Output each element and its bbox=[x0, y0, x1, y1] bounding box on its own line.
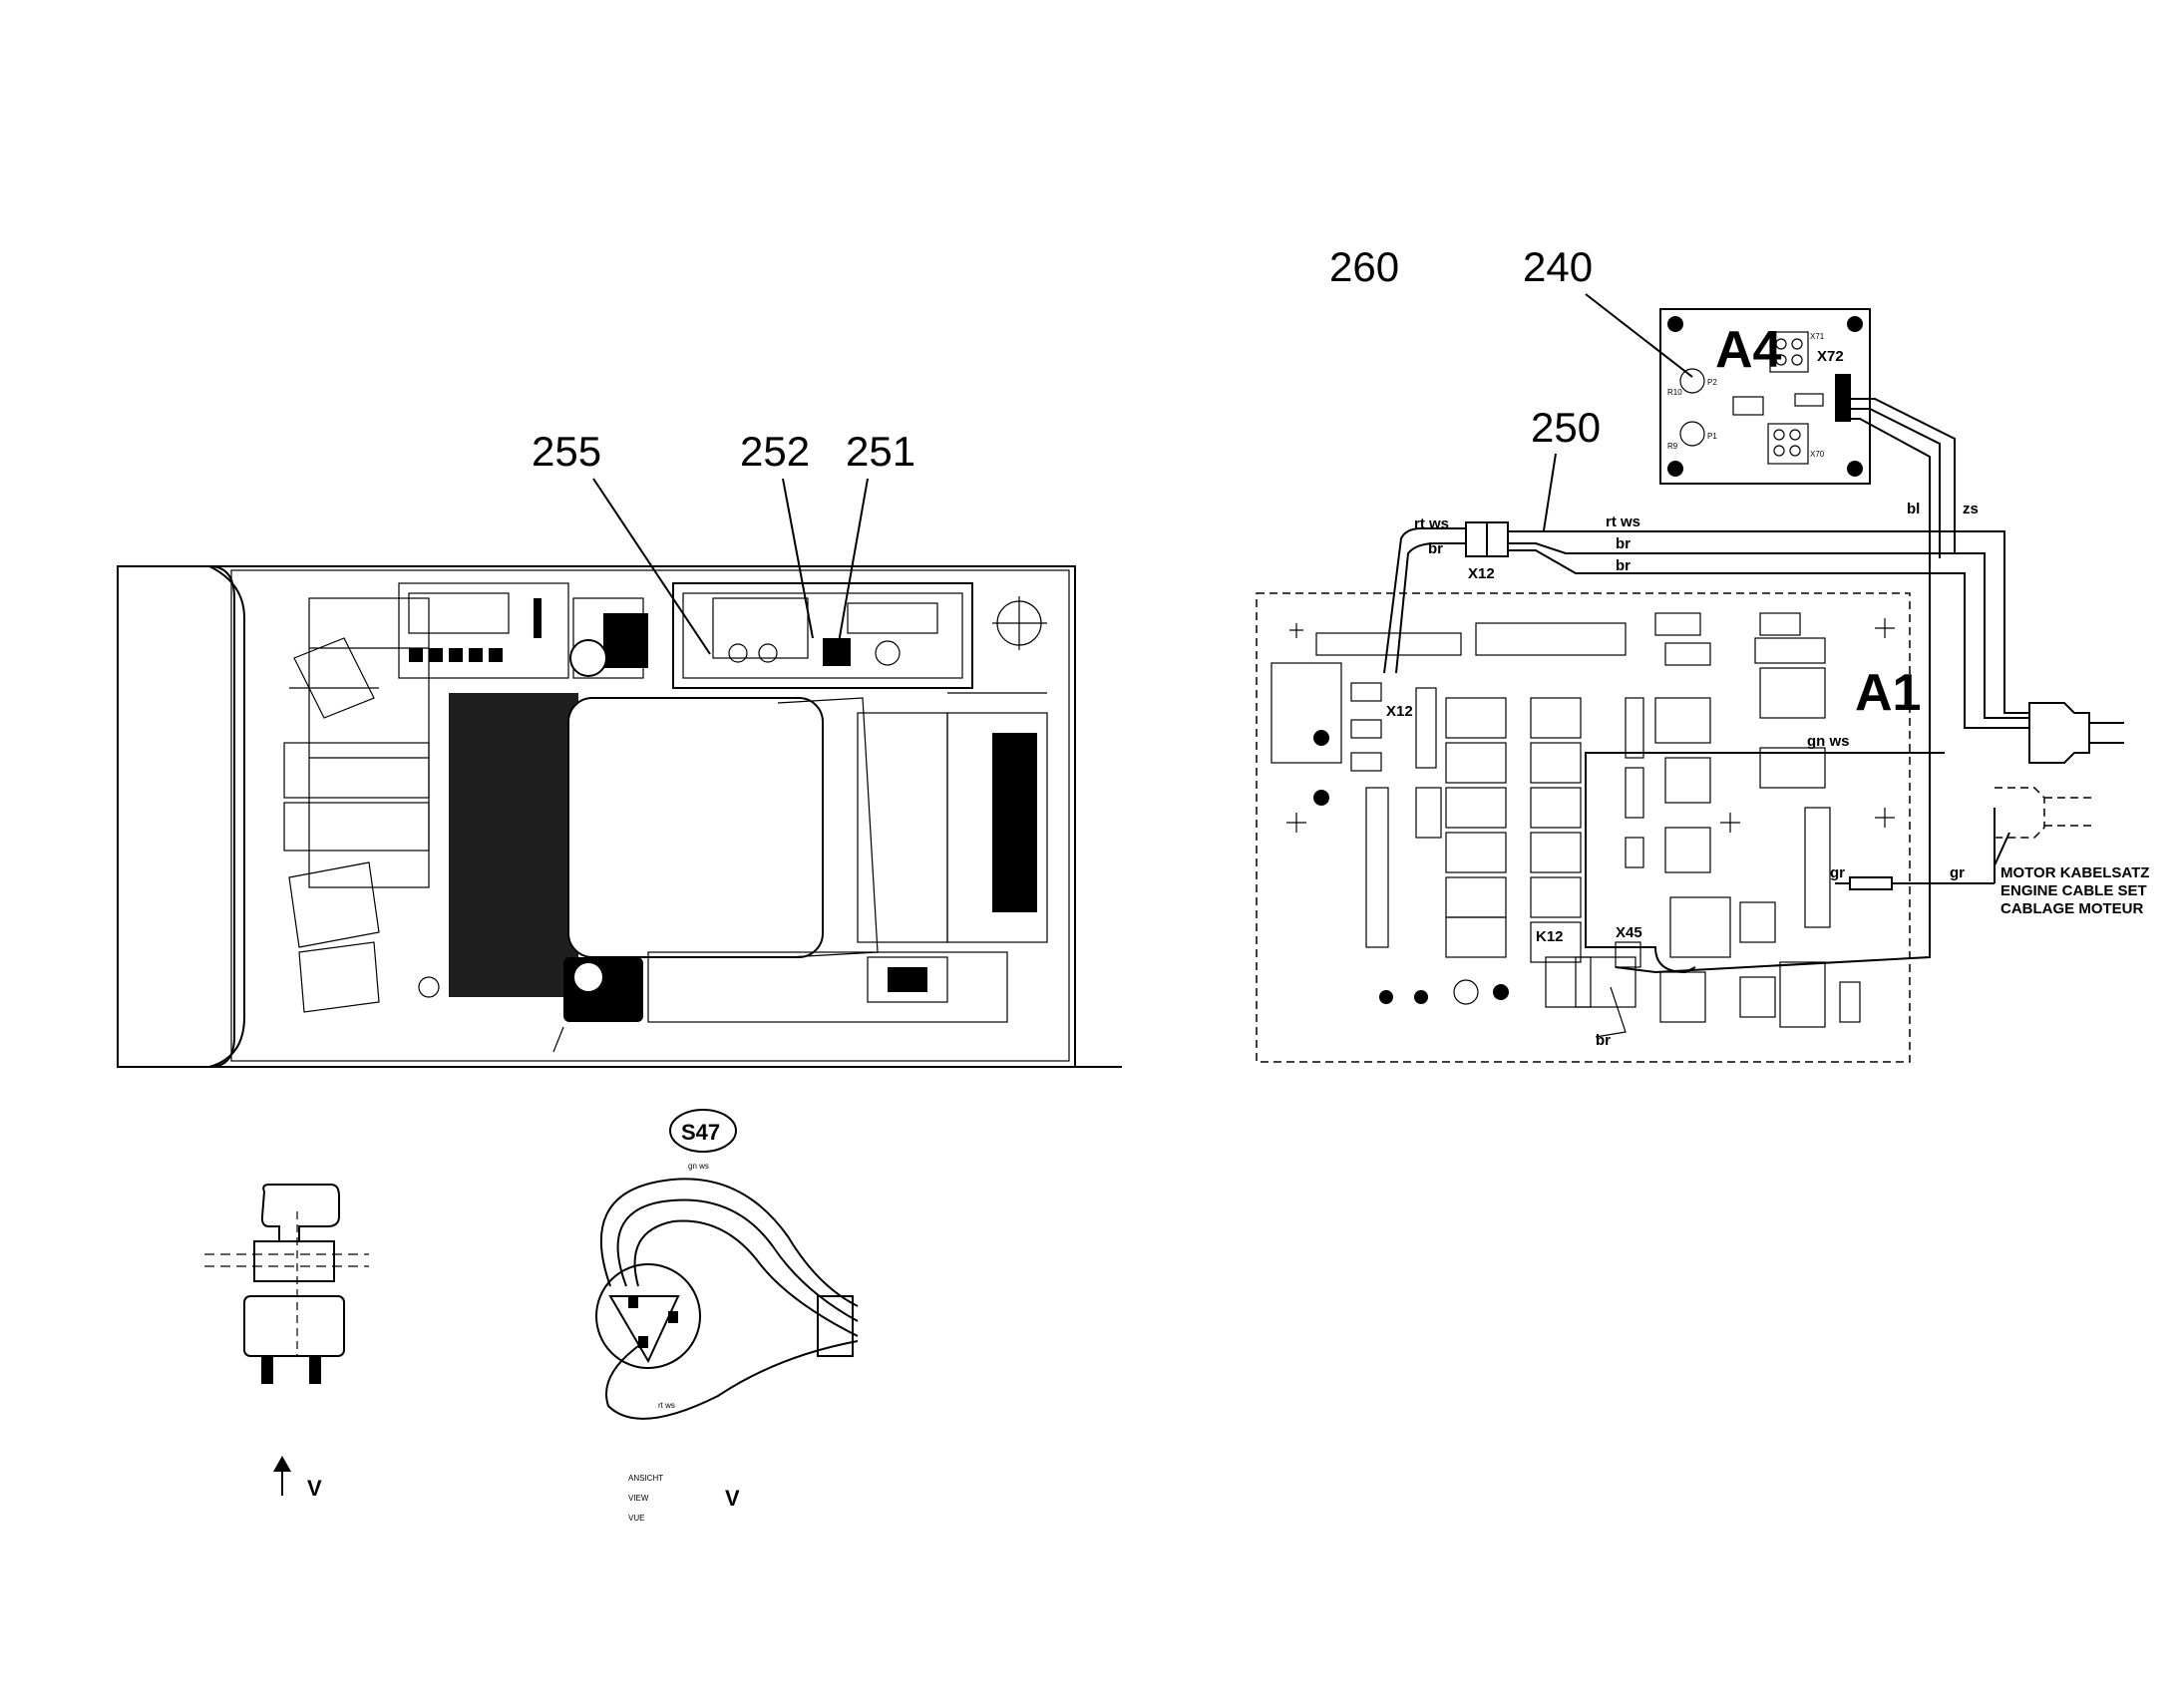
wire-rt-ws-left: rt ws bbox=[1414, 515, 1449, 532]
board-x12-label: X12 bbox=[1386, 703, 1413, 720]
wire-gr-right: gr bbox=[1950, 864, 1965, 881]
callout-250: 250 bbox=[1531, 404, 1601, 451]
board-a1: A1 X12 K12 bbox=[1256, 592, 1921, 1063]
machine-top-view bbox=[117, 565, 1122, 1068]
cable-note-1: MOTOR KABELSATZ bbox=[2000, 864, 2149, 881]
callout-240-group: 240 bbox=[1523, 243, 1693, 378]
s47-gn-ws: gn ws bbox=[688, 1162, 709, 1171]
callout-255: 255 bbox=[532, 428, 601, 475]
a4-r9: R9 bbox=[1667, 442, 1678, 451]
x12-label: X12 bbox=[1468, 565, 1495, 582]
a4-x72: X72 bbox=[1817, 348, 1844, 365]
a4-label: A4 bbox=[1715, 321, 1782, 379]
callout-251: 251 bbox=[846, 428, 915, 475]
x45-label: X45 bbox=[1616, 924, 1642, 941]
harness: X12 rt ws br rt ws br br bl zs MOTOR KAB… bbox=[1383, 398, 2149, 974]
wire-gn-ws: gn ws bbox=[1807, 733, 1850, 750]
wire-br-mid1: br bbox=[1616, 535, 1631, 552]
view-letter: V bbox=[725, 1486, 740, 1511]
s47-rt-ws: rt ws bbox=[658, 1401, 675, 1410]
wire-br-left: br bbox=[1428, 540, 1443, 557]
cable-note-2: ENGINE CABLE SET bbox=[2000, 882, 2147, 899]
view-word-3: VUE bbox=[628, 1514, 644, 1523]
view-word-1: ANSICHT bbox=[628, 1474, 663, 1483]
a4-p1: P1 bbox=[1707, 432, 1717, 441]
push-switch-detail bbox=[204, 1184, 369, 1384]
callout-251-group: 251 bbox=[837, 428, 915, 649]
callout-252: 252 bbox=[740, 428, 810, 475]
s47-detail: S47 gn ws rt ws bbox=[595, 1109, 859, 1420]
view-arrow-letter: V bbox=[307, 1476, 322, 1501]
wire-bl: bl bbox=[1907, 501, 1920, 517]
s47-label: S47 bbox=[681, 1120, 720, 1145]
view-arrow: V bbox=[273, 1456, 322, 1501]
wire-br-bottom: br bbox=[1596, 1032, 1611, 1049]
a1-label: A1 bbox=[1855, 664, 1921, 722]
cable-note-3: CABLAGE MOTEUR bbox=[2000, 900, 2143, 917]
k12-label: K12 bbox=[1536, 928, 1564, 945]
wire-gr-left: gr bbox=[1830, 864, 1845, 881]
callout-255-group: 255 bbox=[532, 428, 711, 655]
a4-x71: X71 bbox=[1810, 332, 1825, 341]
wire-rt-ws-right: rt ws bbox=[1606, 513, 1640, 530]
callout-260: 260 bbox=[1329, 243, 1399, 290]
a4-r10: R10 bbox=[1667, 388, 1682, 397]
dashboard-keys bbox=[409, 648, 503, 662]
wire-zs: zs bbox=[1963, 501, 1979, 517]
view-word-2: VIEW bbox=[628, 1494, 649, 1503]
board-a4: A4 X71 X72 P2 R10 P1 R9 X70 bbox=[1659, 308, 1871, 485]
callout-250-group: 250 bbox=[1531, 404, 1601, 531]
callout-260-group: 260 bbox=[1329, 243, 1399, 290]
callout-240: 240 bbox=[1523, 243, 1593, 290]
view-legend: ANSICHT VIEW VUE V bbox=[628, 1474, 740, 1523]
a4-x70: X70 bbox=[1810, 450, 1825, 459]
wire-br-mid2: br bbox=[1616, 557, 1631, 574]
a4-p2: P2 bbox=[1707, 378, 1717, 387]
callout-252-group: 252 bbox=[740, 428, 814, 639]
